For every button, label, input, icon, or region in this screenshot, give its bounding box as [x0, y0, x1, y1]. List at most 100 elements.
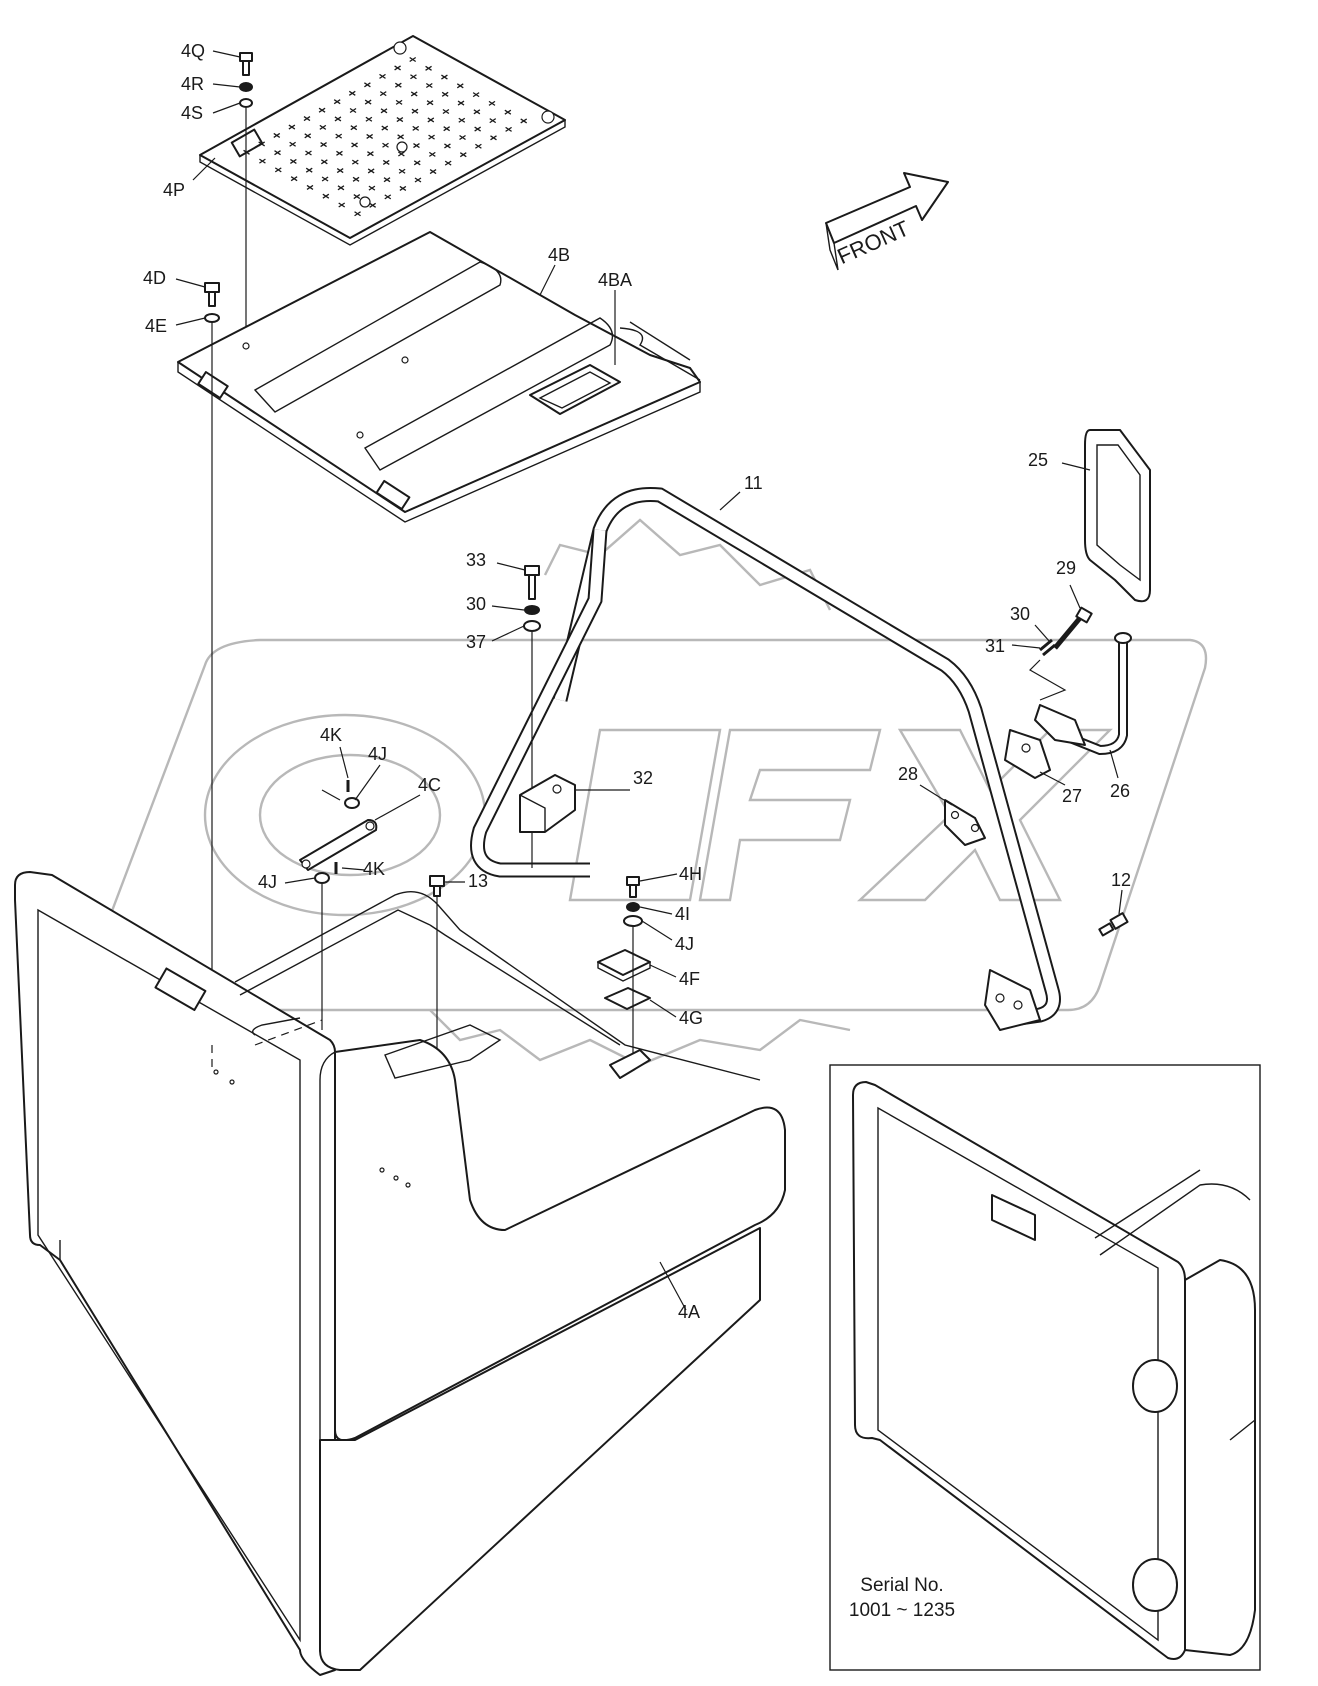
callout-4J-c: 4J	[675, 934, 694, 954]
grille-slot	[472, 92, 480, 98]
grille-slot	[379, 91, 387, 97]
grille-slot	[444, 160, 452, 166]
grille-slot	[428, 134, 435, 140]
washer-37	[523, 620, 541, 632]
grille-slot	[443, 126, 451, 132]
grille-slot	[441, 74, 448, 80]
callout-26: 26	[1110, 781, 1130, 801]
grille-slot	[368, 185, 376, 191]
callout-4G: 4G	[679, 1008, 703, 1028]
grille-slot	[409, 56, 417, 63]
bolt-4Q	[239, 52, 253, 76]
callout-28: 28	[898, 764, 918, 784]
grille-slot	[306, 184, 314, 190]
callout-30-b: 30	[1010, 604, 1030, 624]
grille-slot	[425, 65, 432, 71]
grille-slot	[382, 142, 389, 148]
leader-lines	[175, 50, 1123, 1311]
grille-slot	[473, 109, 481, 115]
plate-4G	[604, 987, 651, 1010]
washer-4J	[344, 797, 360, 809]
grille-slot	[504, 109, 512, 115]
grille-slot	[337, 185, 345, 191]
grille-slot	[321, 176, 329, 182]
bolt-29	[1053, 606, 1093, 650]
grille-slot	[475, 143, 482, 149]
callout-33: 33	[466, 550, 486, 570]
bolt-12	[1098, 912, 1129, 937]
grille-slot	[381, 125, 389, 131]
grille-slot	[318, 107, 326, 113]
grille-slot	[335, 133, 343, 139]
grille-slot	[411, 108, 419, 114]
bolt-33	[524, 565, 540, 600]
grille-slot	[320, 142, 327, 148]
grille-slot	[413, 143, 420, 149]
grille-slot	[350, 125, 358, 131]
washer-30	[524, 605, 540, 615]
serial-range: 1001 ~ 1235	[849, 1600, 955, 1621]
cover-4B	[177, 231, 701, 523]
grille-slot	[398, 168, 406, 174]
grille-slot	[441, 91, 449, 97]
grille-slot	[414, 177, 422, 183]
grille-slot	[366, 133, 374, 140]
grille-slot	[383, 177, 391, 183]
grille-slot	[336, 150, 343, 156]
grille-slot	[520, 118, 528, 124]
grille-slot	[412, 125, 420, 131]
mirror-25	[1084, 429, 1151, 603]
grille-slot	[369, 202, 377, 208]
grille-slot	[353, 194, 361, 200]
grille-slot	[351, 159, 359, 165]
plate-4F	[597, 949, 651, 982]
grille-slot	[395, 99, 403, 105]
grille-slot	[505, 126, 512, 132]
grille-slot	[305, 150, 312, 156]
grille-slot	[322, 193, 330, 199]
grille-slot	[290, 176, 298, 182]
guard-rail-11	[470, 486, 1061, 1031]
grille-slot	[290, 158, 297, 164]
callout-31: 31	[985, 636, 1005, 656]
grille-slot	[288, 124, 296, 130]
washer-4J-b	[314, 872, 330, 884]
grille-slot	[396, 117, 404, 123]
mirror-stay-26	[1034, 632, 1132, 756]
grille-slot	[456, 83, 464, 89]
callout-4BA: 4BA	[598, 270, 632, 290]
grille-slot	[410, 74, 417, 80]
grille-slot	[413, 160, 421, 166]
spring-washer-31	[1039, 638, 1056, 657]
callout-32: 32	[633, 768, 653, 788]
grille-slot	[380, 108, 388, 114]
grille-slot	[397, 134, 404, 140]
callout-29: 29	[1056, 558, 1076, 578]
grille-slot	[364, 99, 372, 105]
washer-4E	[204, 313, 220, 323]
washer-4S	[239, 98, 253, 108]
callout-30: 30	[466, 594, 486, 614]
grille-pattern	[243, 56, 528, 217]
callout-25: 25	[1028, 450, 1048, 470]
grille-slot	[394, 82, 402, 88]
grille-slot	[304, 133, 312, 139]
grille-slot	[399, 185, 407, 191]
callout-4B: 4B	[548, 245, 570, 265]
grille-slot	[367, 151, 374, 157]
grille-slot	[349, 107, 357, 114]
grille-slot	[367, 168, 375, 174]
grille-slot	[488, 100, 496, 106]
grille-slot	[354, 211, 361, 217]
callout-37: 37	[466, 632, 486, 652]
grille-slot	[338, 202, 346, 208]
callout-4H: 4H	[679, 864, 702, 884]
bolt-4D	[204, 282, 220, 307]
grille-slot	[489, 118, 497, 124]
grille-slot	[459, 134, 466, 141]
callout-27: 27	[1062, 786, 1082, 806]
grille-slot	[410, 91, 418, 97]
grille-slot	[351, 142, 358, 148]
grille-slot	[382, 159, 390, 165]
